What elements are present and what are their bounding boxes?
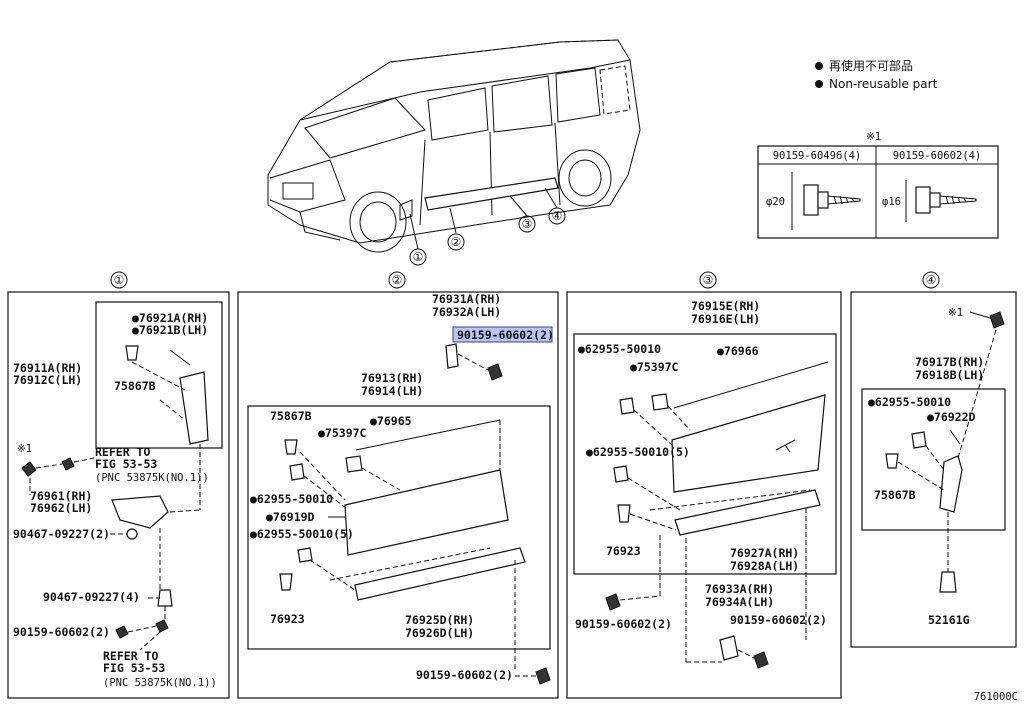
label-62955-b: ●62955-50010(5) bbox=[586, 445, 690, 459]
rocker-moulding-76927A bbox=[674, 489, 821, 536]
label-76916E: 76916E(LH) bbox=[691, 312, 760, 326]
label-76915E: 76915E(RH) bbox=[691, 299, 760, 313]
label-76923: 76923 bbox=[606, 544, 641, 558]
legend-jp-text: 再使用不可部品 bbox=[829, 58, 913, 73]
label-75397C: ●75397C bbox=[630, 360, 679, 374]
label-90467-b: 90467-09227(4) bbox=[43, 590, 140, 604]
label-76928A: 76928A(LH) bbox=[730, 559, 799, 573]
label-76917B: 76917B(RH) bbox=[915, 355, 984, 369]
label-90467-a: 90467-09227(2) bbox=[13, 527, 110, 541]
vehicle-illustration: ① ② ③ ④ bbox=[267, 39, 641, 266]
door-moulding-76913 bbox=[344, 469, 509, 556]
panel-3: ③ 76915E(RH) 76916E(LH) ●62955-50010 ●76… bbox=[566, 271, 842, 699]
highlighted-part-box[interactable] bbox=[452, 326, 553, 343]
scuff-plate-end bbox=[111, 495, 169, 529]
label-76911A: 76911A(RH) bbox=[13, 361, 82, 375]
panel-3-number: ③ bbox=[703, 273, 714, 287]
panel-2-number: ② bbox=[392, 273, 403, 287]
rocker-moulding-76925D bbox=[354, 547, 526, 601]
label-refer-fig: FIG 53-53 bbox=[95, 457, 157, 471]
label-52161G: 52161G bbox=[928, 613, 970, 627]
panel-1: ① ●76921A(RH) ●76921B(LH) 76911A(RH) 769… bbox=[7, 271, 230, 699]
label-76927A: 76927A(RH) bbox=[730, 546, 799, 560]
panel-4: ④ ※1 76917B(RH) 76918B(LH) ●62955-50010 … bbox=[850, 271, 1017, 648]
label-76966: ●76966 bbox=[717, 344, 759, 358]
label-76926D: 76926D(LH) bbox=[405, 626, 474, 640]
vehicle-callout-2: ② bbox=[451, 235, 462, 249]
label-note-mark: ※1 bbox=[17, 443, 32, 455]
label-76962: 76962(LH) bbox=[30, 501, 92, 515]
label-90159: 90159-60602(2) bbox=[13, 625, 110, 639]
label-76923: 76923 bbox=[270, 612, 305, 626]
label-75867B: 75867B bbox=[114, 379, 156, 393]
label-76922D: ●76922D bbox=[927, 410, 976, 424]
panel-2: ② 76931A(RH) 76932A(LH) 90159-60602(2) 7… bbox=[237, 271, 559, 699]
label-75397C: ●75397C bbox=[318, 426, 367, 440]
label-75867B: 75867B bbox=[874, 488, 916, 502]
label-62955-a: ●62955-50010 bbox=[578, 342, 661, 356]
label-76931A: 76931A(RH) bbox=[432, 292, 501, 306]
vehicle-callout-4: ④ bbox=[552, 209, 563, 223]
label-90159-a: 90159-60602(2) bbox=[575, 617, 672, 631]
rear-garnish-76917B bbox=[939, 455, 963, 513]
legend-en-text: Non-reusable part bbox=[829, 77, 938, 91]
label-refer-pnc: (PNC 53875K(NO.1)) bbox=[95, 472, 209, 484]
label-76921A: ●76921A(RH) bbox=[132, 311, 208, 325]
label-76919D: ●76919D bbox=[266, 510, 315, 524]
label-62955-b: ●62955-50010(5) bbox=[250, 527, 354, 541]
label-note-mark: ※1 bbox=[948, 307, 963, 319]
figure-code: 761000C bbox=[974, 691, 1018, 703]
label-62955-a: ●62955-50010 bbox=[250, 492, 333, 506]
legend-dot-icon bbox=[815, 80, 823, 88]
table-col1-dim: φ20 bbox=[766, 196, 785, 208]
fastener-table: ※1 90159-60496(4) 90159-60602(4) φ20 φ16 bbox=[757, 131, 999, 239]
vehicle-callout-1: ① bbox=[413, 250, 424, 264]
label-76918B: 76918B(LH) bbox=[915, 368, 984, 382]
label-76965: ●76965 bbox=[370, 414, 412, 428]
panel-4-number: ④ bbox=[926, 273, 937, 287]
label-refer-to-2: REFER TO bbox=[103, 649, 158, 663]
label-76932A: 76932A(LH) bbox=[432, 305, 501, 319]
label-76933A: 76933A(RH) bbox=[705, 582, 774, 596]
vehicle-callout-3: ③ bbox=[522, 217, 533, 231]
bolt-icon: φ20 bbox=[766, 172, 861, 230]
label-refer-to: REFER TO bbox=[95, 445, 150, 459]
label-76914: 76914(LH) bbox=[361, 384, 423, 398]
label-90159-b: 90159-60602(2) bbox=[730, 613, 827, 627]
label-75867B: 75867B bbox=[270, 409, 312, 423]
label-76961: 76961(RH) bbox=[30, 489, 92, 503]
clip-75867B bbox=[125, 345, 139, 361]
pillar-garnish bbox=[179, 371, 209, 445]
label-62955: ●62955-50010 bbox=[868, 395, 951, 409]
table-col2-header: 90159-60602(4) bbox=[893, 150, 982, 162]
table-note-mark: ※1 bbox=[866, 131, 881, 143]
table-col1-header: 90159-60496(4) bbox=[773, 150, 862, 162]
label-refer-fig-2: FIG 53-53 bbox=[103, 661, 165, 675]
label-refer-pnc-2: (PNC 53875K(NO.1)) bbox=[103, 677, 217, 689]
label-76912C: 76912C(LH) bbox=[13, 373, 82, 387]
table-col2-dim: φ16 bbox=[882, 196, 901, 208]
label-76925D: 76925D(RH) bbox=[405, 613, 474, 627]
label-76913: 76913(RH) bbox=[361, 371, 423, 385]
label-90159-bottom: 90159-60602(2) bbox=[416, 668, 513, 682]
label-90159-highlighted[interactable]: 90159-60602(2) bbox=[457, 328, 554, 342]
legend-dot-icon bbox=[815, 62, 823, 70]
label-76934A: 76934A(LH) bbox=[705, 595, 774, 609]
bolt-icon: φ16 bbox=[882, 180, 977, 222]
panel-1-number: ① bbox=[114, 273, 125, 287]
legend: 再使用不可部品 Non-reusable part bbox=[815, 58, 938, 91]
slide-door-moulding bbox=[671, 394, 826, 493]
label-76921B: ●76921B(LH) bbox=[132, 323, 208, 337]
